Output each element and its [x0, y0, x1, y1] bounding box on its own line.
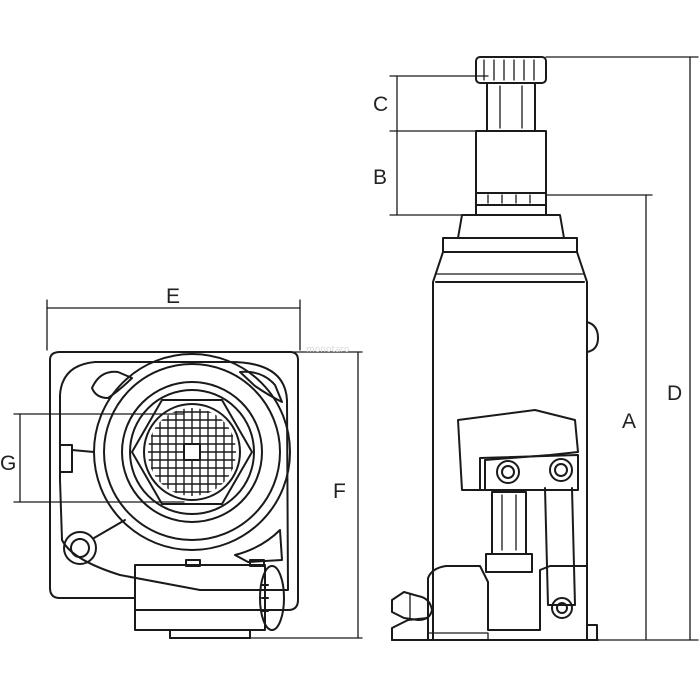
- lever-pin-right-outer: [549, 458, 573, 482]
- label-g: G: [0, 452, 16, 475]
- cylinder-body: [432, 251, 588, 641]
- label-f: F: [333, 480, 346, 503]
- cylinder-ring-4: [129, 389, 255, 515]
- saddle-ring: [143, 403, 241, 501]
- pump-housing-block: [134, 564, 266, 631]
- extension-screw: [486, 82, 536, 132]
- side-view: [389, 56, 699, 641]
- pin-tab-1: [185, 559, 201, 567]
- pump-base-block: [427, 565, 588, 641]
- lever-pin-left-inner: [501, 465, 515, 479]
- pump-socket-outer: [63, 531, 97, 565]
- label-c: C: [373, 93, 388, 116]
- release-valve-knob: [391, 591, 433, 621]
- hex-nut: [131, 399, 253, 505]
- pin-tab-2: [249, 559, 265, 567]
- ram: [475, 130, 547, 216]
- corner-cutout-top-left: [91, 370, 133, 399]
- cylinder-ring-3: [121, 381, 263, 523]
- plunger-seat: [485, 553, 533, 573]
- saddle-cap: [475, 56, 547, 84]
- link-arm: [544, 487, 576, 606]
- corner-cutout-bottom-right: [234, 529, 283, 563]
- base-bottom-strip: [427, 632, 489, 641]
- top-nut: [457, 214, 565, 239]
- oil-filler-plug: [586, 321, 599, 353]
- label-d: D: [667, 382, 682, 405]
- cylinder-ring-2: [103, 363, 281, 541]
- label-e: E: [166, 285, 180, 308]
- pump-socket-link: [93, 519, 126, 539]
- link-pin-inner: [556, 602, 568, 614]
- lever-pin-left-outer: [496, 460, 520, 484]
- saddle-grid: [148, 408, 236, 496]
- dimension-labels: C B E A D G F monotaro: [0, 93, 682, 503]
- link-pin-outer: [551, 597, 573, 619]
- pump-lever-bracket: [479, 454, 579, 491]
- base-plate-outline: [49, 351, 299, 611]
- pump-plunger: [491, 491, 527, 555]
- cylinder-head: [442, 237, 578, 253]
- pump-socket-inner: [70, 538, 90, 558]
- label-a: A: [622, 410, 636, 433]
- corner-cutout-top-right: [239, 370, 283, 403]
- release-valve-stub: [59, 444, 73, 473]
- label-b: B: [373, 166, 387, 189]
- ram-collar: [475, 192, 547, 206]
- watermark: monotaro: [306, 345, 350, 355]
- handle-socket: [259, 565, 285, 631]
- release-valve-line: [71, 449, 95, 453]
- lever-pin-right-inner: [554, 463, 568, 477]
- saddle-center-square: [183, 443, 201, 461]
